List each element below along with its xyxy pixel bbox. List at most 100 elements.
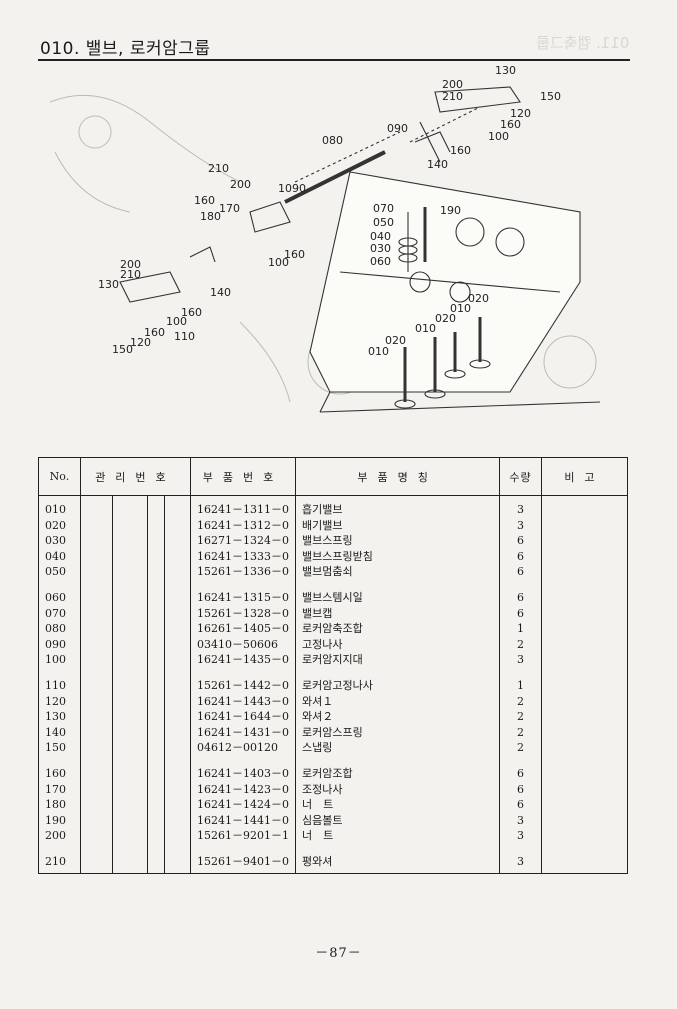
callout: 160	[450, 144, 471, 157]
valve-spring-stack	[398, 207, 427, 272]
qty-value: 1	[517, 622, 525, 636]
name-value: 스냅링	[301, 741, 333, 755]
callout: 010	[450, 302, 471, 315]
callout: 180	[200, 210, 221, 223]
name-value: 너 트	[301, 798, 334, 812]
part-no-value: 16241－1311－0	[196, 503, 289, 516]
cell-mgmt-no	[164, 495, 191, 584]
cell-mgmt-no	[147, 583, 166, 672]
callout: 140	[210, 286, 231, 299]
cell-mgmt-no	[147, 759, 166, 848]
cell-part-no: 15261－9401－0	[189, 847, 296, 874]
exploded-parts-diagram: 130 200 210 150 120 160 100 090 080 160 …	[40, 62, 630, 454]
no-value: 060	[45, 590, 66, 604]
col-header-no: No.	[38, 457, 81, 496]
callout: 160	[181, 306, 202, 319]
name-value: 로커암축조합	[301, 622, 363, 636]
rocker-shaft	[284, 150, 386, 204]
qty-value: 2	[517, 725, 525, 739]
col-header-mgmt-no: 관리번호	[79, 457, 191, 496]
callout: 070	[373, 202, 394, 215]
callout: 160	[144, 326, 165, 339]
cell-mgmt-no	[79, 495, 113, 584]
table-header-row: No. 관리번호 부품번호 부품명칭 수량 비고	[38, 457, 629, 496]
callout: 200	[230, 178, 251, 191]
name-value: 와셔２	[301, 710, 334, 724]
part-no-value: 16241－1431－0	[196, 725, 289, 739]
no-value: 100	[45, 653, 66, 667]
callout: 160	[500, 118, 521, 131]
callout: 040	[370, 230, 391, 243]
name-value: 와셔１	[301, 694, 334, 708]
page-title: 010. 밸브, 로커암그룹	[40, 39, 211, 59]
callout: 200	[442, 78, 463, 91]
callout: 200	[120, 258, 141, 271]
no-value: 150	[45, 741, 66, 755]
callout: 150	[540, 90, 561, 103]
cell-mgmt-no	[111, 759, 149, 848]
cell-mgmt-no	[147, 671, 166, 760]
callout: 050	[373, 216, 394, 229]
cell-mgmt-no	[111, 847, 149, 874]
no-value: 110	[45, 678, 66, 692]
name-value: 너 트	[301, 829, 334, 843]
header-rule	[38, 59, 630, 61]
callout: 190	[440, 204, 461, 217]
qty-value: 3	[517, 813, 525, 827]
part-no-value: 16241－1435－0	[196, 653, 289, 667]
callout: 080	[322, 134, 343, 147]
bleed-through-title: 011. 캠축그룹	[535, 34, 629, 52]
no-value: 130	[45, 710, 66, 724]
page-number: －87－	[315, 946, 362, 961]
callout: 110	[174, 330, 195, 343]
col-header-part-name: 부품명칭	[294, 457, 501, 496]
part-no-value: 16241－1312－0	[196, 518, 289, 532]
no-value: 090	[45, 637, 66, 651]
cell-mgmt-no	[79, 847, 113, 874]
callout: 020	[468, 292, 489, 305]
name-value: 로커암스프링	[301, 725, 363, 739]
no-value: 160	[45, 766, 66, 780]
callout: 210	[208, 162, 229, 175]
no-value: 190	[45, 813, 66, 827]
no-value: 200	[45, 829, 66, 843]
part-no-value: 16241－1315－0	[196, 590, 289, 604]
part-no-value: 15261－1328－0	[196, 606, 289, 620]
callout: 1090	[278, 182, 306, 195]
callout: 100	[166, 315, 187, 328]
name-value: 흡기밸브	[301, 503, 343, 516]
callout: 010	[415, 322, 436, 335]
qty-value: 2	[517, 741, 525, 755]
part-no-value: 16241－1333－0	[196, 549, 289, 563]
name-value: 로커암고정나사	[301, 678, 373, 692]
cell-remark	[540, 495, 629, 584]
qty-value: 6	[517, 798, 525, 812]
col-header-remark: 비고	[540, 457, 629, 496]
name-value: 밸브스템시일	[301, 590, 363, 604]
name-value: 고정나사	[301, 637, 343, 651]
qty-value: 2	[517, 637, 525, 651]
callout: 090	[387, 122, 408, 135]
col-header-qty: 수량	[499, 457, 542, 496]
callout: 170	[219, 202, 240, 215]
callout: 150	[112, 343, 133, 356]
name-value: 밸브멈춤쇠	[301, 565, 353, 579]
callout: 160	[284, 248, 305, 261]
part-no-value: 15261－1442－0	[196, 678, 289, 692]
no-value: 020	[45, 518, 66, 532]
callout: 130	[495, 64, 516, 77]
name-value: 로커암지지대	[301, 653, 363, 667]
callout: 140	[427, 158, 448, 171]
